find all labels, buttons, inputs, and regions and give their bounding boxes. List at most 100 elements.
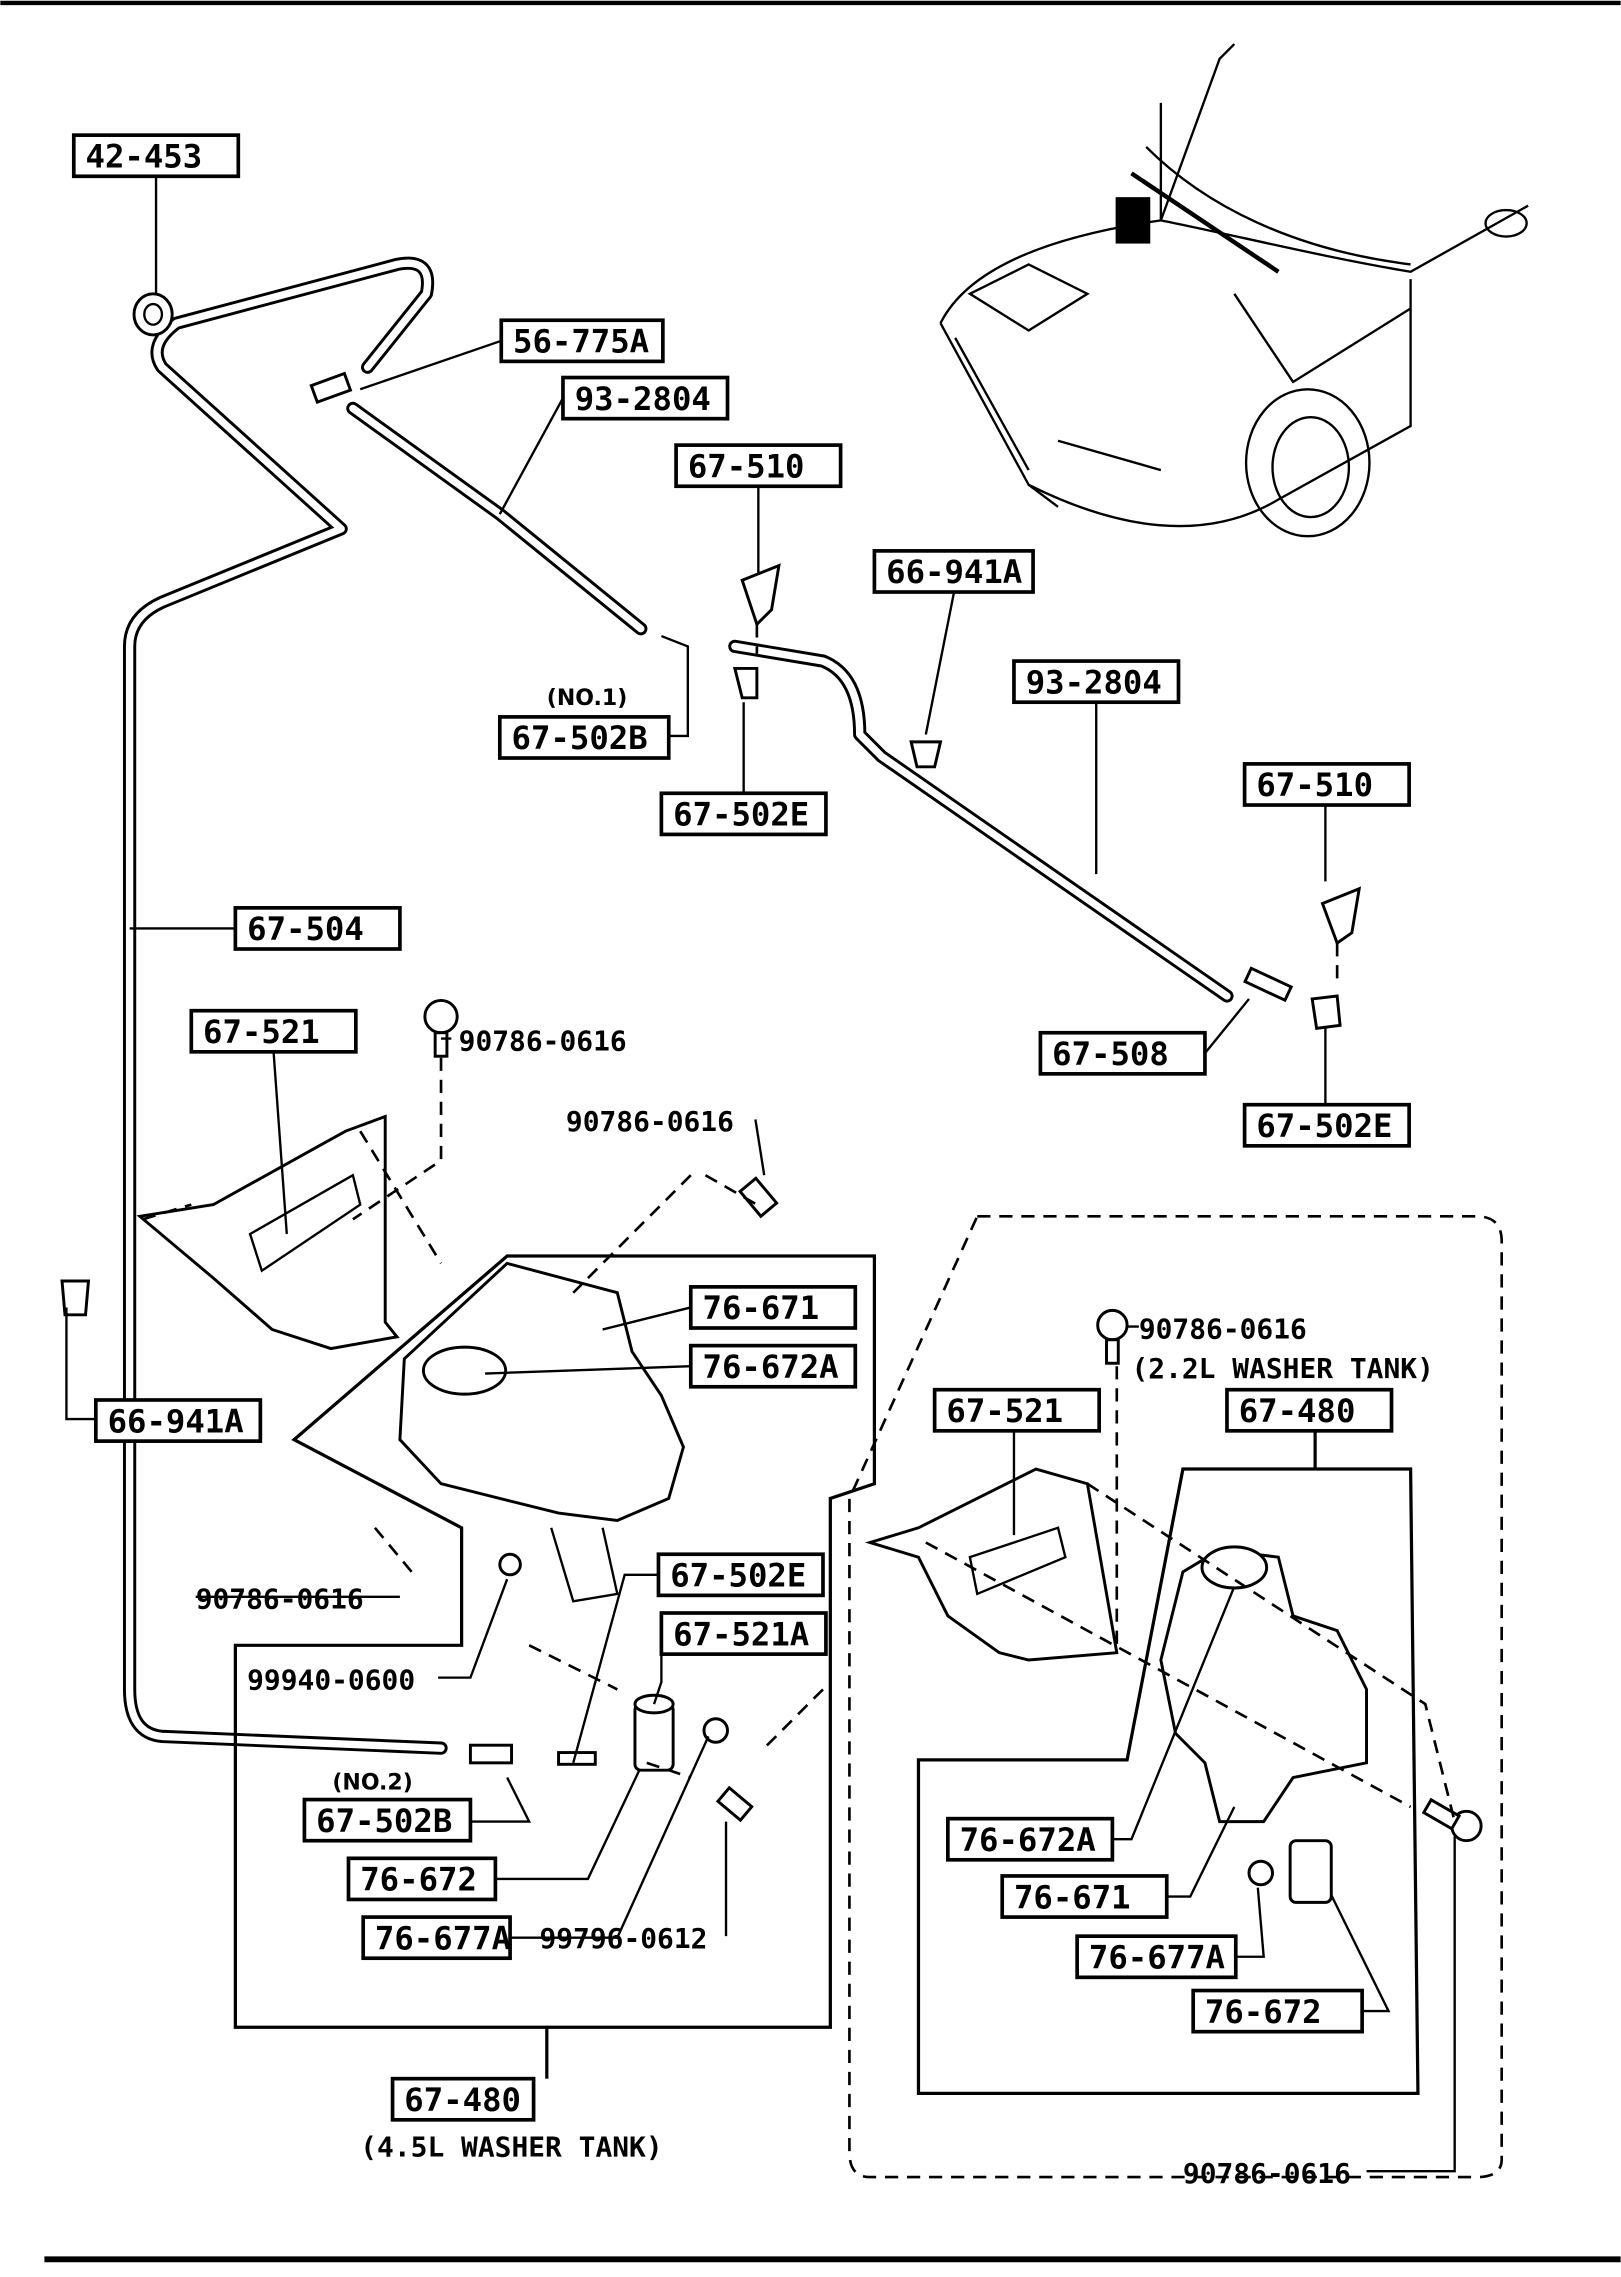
part-label-box[interactable]: 76-677A (361, 1915, 512, 1961)
label-frame (688, 1343, 858, 1389)
part-label-box[interactable]: 67-502E (659, 791, 828, 837)
bolt-top (423, 998, 459, 1058)
label-frame (1000, 1874, 1169, 1919)
part-label-box[interactable]: 56-775A (499, 318, 665, 364)
plain-labels: 90786-0616 90786-0616 90786-0616 90786-0616… (196, 1024, 1351, 2190)
part-label-box[interactable]: 76-672A (946, 1816, 1115, 1862)
part-label-box[interactable]: 67-502B (302, 1797, 473, 1843)
label-frame (1191, 1988, 1364, 2034)
label-frame (71, 133, 241, 179)
nozzle-67-510 (740, 563, 781, 654)
joint-67-502E (732, 666, 759, 700)
label-frame (656, 1552, 825, 1598)
note-tank-4-5l: (4.5L WASHER TANK) (360, 2131, 662, 2164)
part-number: 66-941A (886, 553, 1022, 591)
label-frame (1012, 659, 1181, 705)
note-tank-2-2l: (2.2L WASHER TANK) (1131, 1352, 1433, 1385)
part-label-box[interactable]: 93-2804 (1012, 659, 1181, 705)
connector-67-508 (1243, 966, 1294, 1003)
part-number: 67-521 (946, 1392, 1063, 1430)
label-frame (872, 549, 1035, 594)
fastener-part-number[interactable]: 90786-0616 (1139, 1312, 1307, 1345)
part-number: 67-502E (1256, 1107, 1392, 1145)
part-number: 56-775A (513, 323, 649, 361)
part-label-box[interactable]: 67-504 (233, 906, 402, 951)
part-label-box[interactable]: 76-672A (688, 1343, 858, 1389)
part-number: 76-672A (960, 1821, 1096, 1859)
fastener-part-number[interactable]: 90786-0616 (566, 1105, 734, 1138)
part-label-box[interactable]: 67-510 (1242, 762, 1411, 807)
leader-lines (65, 176, 1456, 2173)
pump-76-672 (468, 1552, 754, 1823)
part-number: 67-521A (673, 1615, 809, 1653)
part-number: 76-677A (1089, 1939, 1225, 1977)
part-number: 76-672A (703, 1348, 839, 1386)
clip-66-941A (909, 740, 943, 769)
group-outline-4-5l (233, 1254, 877, 2029)
part-labels: 42-453 56-775A 93-2804 67-510 66-941A 93-2804… (71, 133, 1411, 2122)
label-frame (497, 715, 671, 760)
part-number: 67-504 (247, 910, 364, 948)
part-number: 67-502B (512, 719, 648, 757)
label-frame (946, 1816, 1115, 1862)
bolt-22-side (1421, 1797, 1483, 1843)
part-label-box[interactable]: 42-453 (71, 133, 241, 179)
part-number: 76-677A (375, 1919, 511, 1957)
part-label-box[interactable]: 67-508 (1038, 1030, 1207, 1076)
part-number: 67-480 (1239, 1392, 1356, 1430)
label-frame (1075, 1934, 1238, 1980)
part-label-box[interactable]: 67-521 (932, 1387, 1102, 1433)
part-label-box[interactable]: 76-671 (688, 1285, 858, 1330)
label-frame (390, 2076, 536, 2122)
part-number: 67-521 (203, 1013, 320, 1051)
hose-67-504 (122, 256, 448, 1755)
note-no2: (NO.2) (332, 1770, 412, 1795)
part-number: 67-502E (670, 1557, 806, 1595)
part-label-box[interactable]: 67-521 (189, 1008, 358, 1054)
label-frame (688, 1285, 858, 1330)
part-number: 67-508 (1052, 1035, 1169, 1073)
washer-tank-4-5l (398, 1261, 685, 1603)
label-frame (233, 906, 402, 951)
part-label-box[interactable]: 76-671 (1000, 1874, 1169, 1919)
fastener-part-number[interactable]: 99940-0600 (247, 1663, 415, 1696)
clip-66-941A-2 (60, 1279, 91, 1317)
label-frame (932, 1387, 1102, 1433)
label-frame (189, 1008, 358, 1054)
fastener-part-number[interactable]: 90786-0616 (459, 1024, 627, 1057)
part-label-box[interactable]: 76-677A (1075, 1934, 1238, 1980)
car-illustration (939, 43, 1529, 538)
label-frame (499, 318, 665, 364)
label-frame (302, 1797, 473, 1843)
label-frame (1242, 1102, 1411, 1148)
part-label-box[interactable]: 67-521A (659, 1611, 828, 1656)
part-number: 76-671 (1014, 1878, 1131, 1916)
part-label-box[interactable]: 76-672 (1191, 1988, 1364, 2034)
fastener-part-number[interactable]: 90786-0616 (1183, 2157, 1351, 2190)
part-label-box[interactable]: 66-941A (93, 1398, 263, 1443)
part-label-box[interactable]: 76-672 (346, 1856, 498, 1902)
part-label-box[interactable]: 67-480 (1225, 1387, 1394, 1433)
fastener-part-number[interactable]: 99796-0612 (539, 1922, 707, 1955)
grommet-42-453 (132, 292, 174, 337)
part-label-box[interactable]: 66-941A (872, 549, 1035, 594)
part-label-box[interactable]: 93-2804 (561, 375, 730, 421)
part-label-box[interactable]: 67-502B (497, 715, 671, 760)
hose-93-2804 (346, 401, 1234, 1003)
part-label-box[interactable]: 67-510 (674, 443, 843, 489)
part-label-box[interactable]: 67-502E (656, 1552, 825, 1598)
washer-tank-2-2l (1159, 1545, 1368, 1824)
label-frame (1225, 1387, 1394, 1433)
label-frame (361, 1915, 512, 1961)
connector-56-775A (309, 371, 353, 405)
part-number: 76-672 (360, 1861, 477, 1899)
part-label-box[interactable]: 67-502E (1242, 1102, 1411, 1148)
part-number: 67-510 (688, 447, 805, 485)
label-frame (674, 443, 843, 489)
part-label-box[interactable]: 67-480 (390, 2076, 536, 2122)
part-number: 67-502E (673, 796, 809, 834)
fastener-part-number[interactable]: 90786-0616 (196, 1583, 364, 1616)
part-number: 76-671 (703, 1289, 820, 1327)
part-number: 76-672 (1205, 1993, 1322, 2031)
